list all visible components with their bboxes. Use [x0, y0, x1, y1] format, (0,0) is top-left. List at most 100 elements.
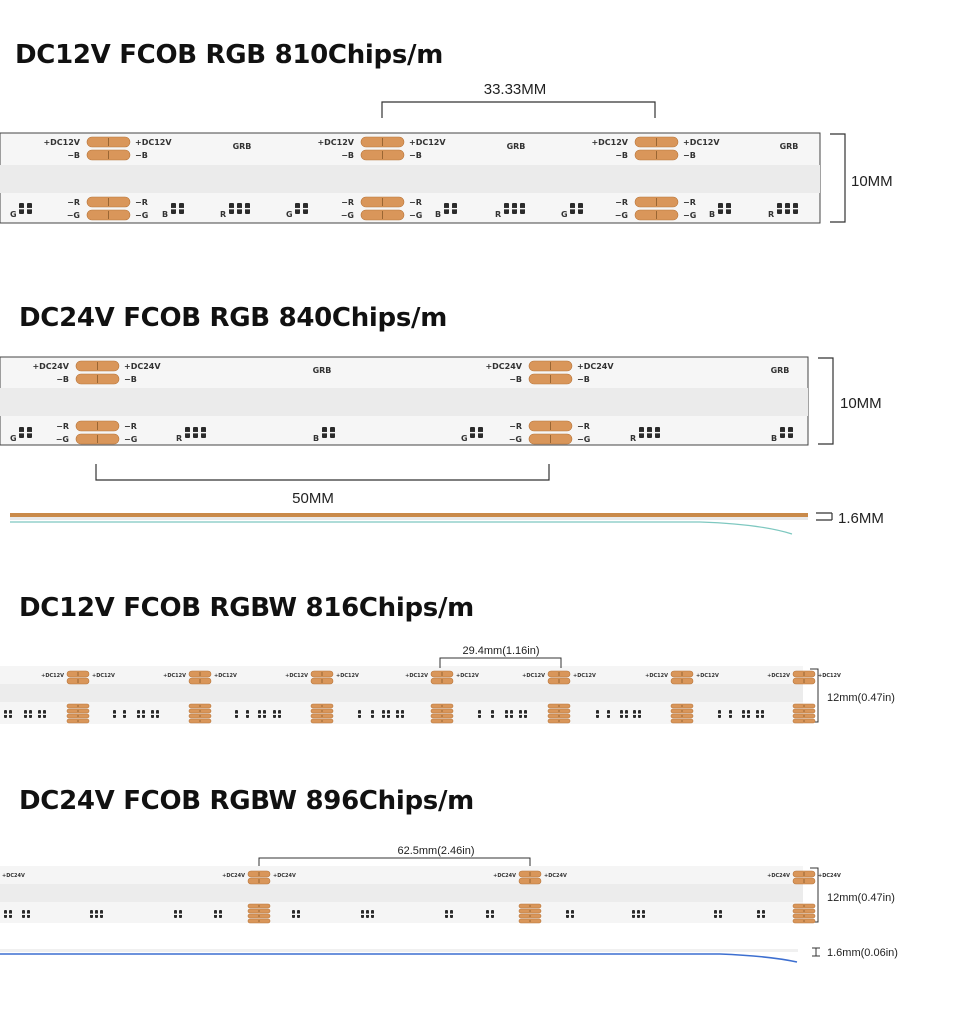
pad-label: +DC12V [92, 673, 115, 679]
pad-label: +DC12V [683, 138, 720, 147]
pad-label: +DC12V [163, 673, 186, 679]
chip-label-g: G [10, 434, 17, 443]
pad-label: −B [341, 151, 354, 160]
pad-label: +DC12V [214, 673, 237, 679]
thickness-bracket-4 [812, 947, 820, 957]
pad-label: +DC12V [405, 673, 428, 679]
pad-label: −R [509, 422, 522, 431]
chip-label-r: R [220, 210, 226, 219]
pad-label: +DC24V [273, 873, 296, 879]
pad-label: +DC12V [317, 138, 354, 147]
width-label-4: 12mm(0.47in) [827, 892, 895, 904]
pad-label: −G [509, 435, 522, 444]
pad-label: −R [615, 198, 628, 207]
pad-label: +DC24V [2, 873, 25, 879]
pad-label: −B [509, 375, 522, 384]
chip-label-b: B [313, 434, 319, 443]
width-bracket-1 [830, 133, 846, 223]
strip-2-side-profile [10, 513, 808, 535]
pitch-bracket-3 [439, 657, 562, 668]
section-2-title: DC24V FCOB RGB 840Chips/m [19, 303, 448, 333]
strip-1-led-band [0, 165, 820, 193]
pad-label: −R [124, 422, 137, 431]
pad-label: +DC12V [696, 673, 719, 679]
pad-label: +DC24V [577, 362, 614, 371]
pad-label: −R [341, 198, 354, 207]
pitch-bracket-2 [95, 464, 550, 481]
strip-2 [0, 356, 809, 446]
width-label-1: 10MM [851, 173, 893, 190]
grb-label: GRB [233, 142, 252, 151]
pad-label: −R [683, 198, 696, 207]
section-3-title: DC12V FCOB RGBW 816Chips/m [19, 593, 474, 623]
strip-4-led-band [0, 884, 803, 902]
pad-label: −G [341, 211, 354, 220]
pad-label: −B [615, 151, 628, 160]
pad-label: −B [409, 151, 422, 160]
pad-label: −B [56, 375, 69, 384]
pad-label: +DC24V [818, 873, 841, 879]
pad-label: +DC12V [767, 673, 790, 679]
pad-label: −R [67, 198, 80, 207]
pad-label: +DC24V [222, 873, 245, 879]
pad-label: +DC24V [485, 362, 522, 371]
grb-label: GRB [780, 142, 799, 151]
pad-label: −G [124, 435, 137, 444]
chip-label-b: B [709, 210, 715, 219]
thickness-label-4: 1.6mm(0.06in) [827, 947, 898, 959]
pad-label: +DC12V [135, 138, 172, 147]
pad-label: +DC12V [409, 138, 446, 147]
chip-label-g: G [461, 434, 468, 443]
pad-label: +DC12V [43, 138, 80, 147]
strip-3-led-band [0, 684, 803, 702]
width-bracket-2 [818, 357, 834, 445]
chip-label-r: R [176, 434, 182, 443]
pad-label: +DC24V [124, 362, 161, 371]
pad-label: −B [577, 375, 590, 384]
pad-label: +DC12V [818, 673, 841, 679]
strip-2-led-band [0, 388, 808, 416]
grb-label: GRB [313, 366, 332, 375]
pad-label: +DC24V [493, 873, 516, 879]
pad-label: −B [124, 375, 137, 384]
width-label-3: 12mm(0.47in) [827, 692, 895, 704]
pitch-bracket-1 [381, 101, 656, 118]
pad-label: −B [683, 151, 696, 160]
pad-label: −G [615, 211, 628, 220]
pad-label: +DC12V [645, 673, 668, 679]
strip-4 [0, 866, 803, 923]
grb-label: GRB [507, 142, 526, 151]
pad-label: +DC24V [767, 873, 790, 879]
pad-label: −B [67, 151, 80, 160]
strip-1 [0, 132, 821, 224]
thickness-bracket-2 [816, 512, 832, 521]
pad-label: −G [56, 435, 69, 444]
chip-label-g: G [561, 210, 568, 219]
pad-label: −G [409, 211, 422, 220]
pitch-label-1: 33.33MM [484, 81, 547, 98]
chip-label-b: B [435, 210, 441, 219]
chip-label-r: R [768, 210, 774, 219]
strip-4-side-profile [0, 949, 798, 963]
width-label-2: 10MM [840, 395, 882, 412]
pad-label: −G [67, 211, 80, 220]
pad-label: −B [135, 151, 148, 160]
chip-label-b: B [771, 434, 777, 443]
pitch-label-3: 29.4mm(1.16in) [462, 645, 539, 657]
pitch-bracket-4 [258, 857, 531, 866]
chip-label-g: G [10, 210, 17, 219]
chip-label-b: B [162, 210, 168, 219]
pad-label: +DC12V [522, 673, 545, 679]
pad-label: −G [577, 435, 590, 444]
pitch-label-2: 50MM [292, 490, 334, 507]
pad-label: +DC12V [591, 138, 628, 147]
chip-label-r: R [630, 434, 636, 443]
chip-label-g: G [286, 210, 293, 219]
pad-label: +DC12V [573, 673, 596, 679]
grb-label: GRB [771, 366, 790, 375]
pad-label: +DC12V [336, 673, 359, 679]
pad-label: −R [56, 422, 69, 431]
pad-label: −R [409, 198, 422, 207]
section-1-title: DC12V FCOB RGB 810Chips/m [15, 40, 444, 70]
